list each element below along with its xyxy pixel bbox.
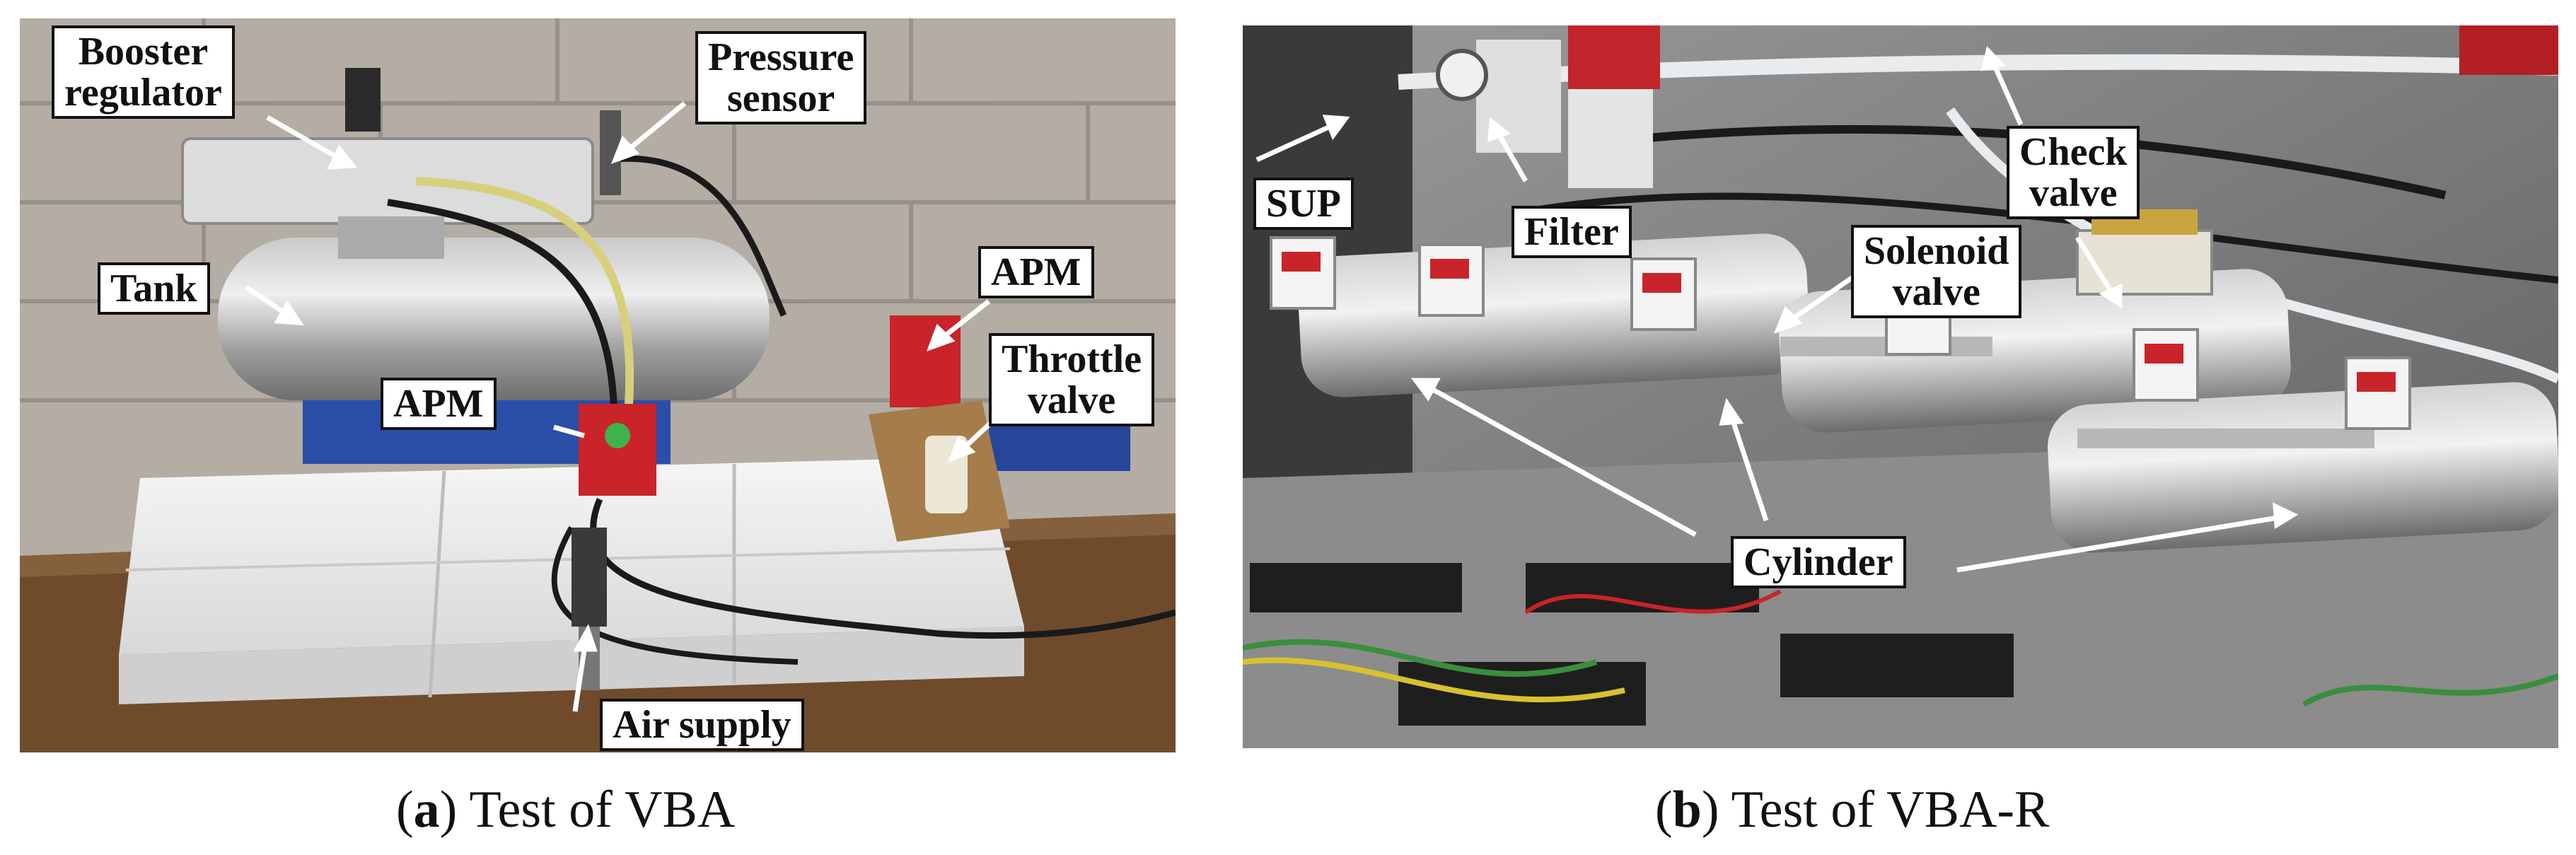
arrow-head-cylinder-right — [2273, 502, 2299, 529]
label-air-supply: Air supply — [600, 699, 804, 751]
arrow-head-pressure-sensor — [610, 135, 640, 164]
arrow-head-cylinder-middle — [1719, 397, 1744, 426]
label-filter: Filter — [1512, 206, 1632, 258]
arrow-head-sup — [1322, 115, 1350, 141]
caption-b: (b) Test of VBA-R — [1655, 781, 2050, 839]
arrow-head-filter — [1487, 117, 1512, 143]
caption-b-text: Test of VBA-R — [1719, 781, 2050, 839]
caption-a-letter: a — [413, 781, 440, 839]
arrow-apm-left — [553, 424, 585, 438]
photo-test-of-vba-r: SUP Filter Check valve Solenoid valve Cy… — [1243, 25, 2558, 748]
arrow-booster-regulator — [266, 115, 343, 163]
arrow-filter — [1495, 130, 1528, 182]
label-booster-regulator: Booster regulator — [52, 25, 235, 119]
arrow-solenoid-valve-right — [2075, 236, 2115, 296]
arrow-air-supply — [572, 640, 588, 712]
label-cylinder: Cylinder — [1731, 536, 1906, 588]
arrow-head-solenoid-valve-left — [1773, 306, 1803, 334]
arrow-pressure-sensor — [622, 101, 687, 155]
label-sup: SUP — [1253, 178, 1354, 230]
label-apm-top: APM — [978, 246, 1094, 298]
arrow-head-check-valve — [1980, 45, 2006, 71]
photo-vba-rig — [20, 18, 1176, 752]
photo-test-of-vba: Booster regulator Pressure sensor Tank A… — [20, 18, 1176, 752]
label-tank: Tank — [98, 262, 210, 315]
arrow-head-solenoid-valve-right — [2099, 283, 2123, 309]
arrow-cylinder-right — [1956, 514, 2283, 573]
caption-a: (a) Test of VBA — [396, 781, 736, 839]
label-solenoid-valve: Solenoid valve — [1851, 225, 2022, 318]
arrow-apm-top — [937, 299, 991, 342]
arrow-head-booster-regulator — [327, 144, 357, 170]
arrow-cylinder-middle — [1728, 413, 1769, 522]
arrow-head-throttle-valve — [947, 435, 976, 463]
label-apm-left: APM — [381, 378, 497, 430]
arrow-cylinder-left — [1425, 383, 1697, 537]
arrow-head-air-supply — [573, 624, 598, 652]
label-pressure-sensor: Pressure sensor — [695, 31, 867, 124]
label-throttle-valve: Throttle valve — [989, 333, 1155, 426]
caption-a-text: Test of VBA — [457, 781, 736, 839]
arrow-tank-head — [274, 300, 304, 325]
arrow-overlay-a — [245, 101, 998, 712]
arrow-check-valve — [1990, 59, 2024, 126]
label-check-valve: Check valve — [2007, 126, 2140, 219]
arrow-head-apm-top — [927, 323, 956, 351]
caption-b-letter: b — [1672, 781, 1702, 839]
arrow-head-cylinder-left — [1411, 378, 1441, 402]
arrow-overlay-b — [1255, 45, 2299, 573]
arrow-sup — [1255, 122, 1336, 163]
